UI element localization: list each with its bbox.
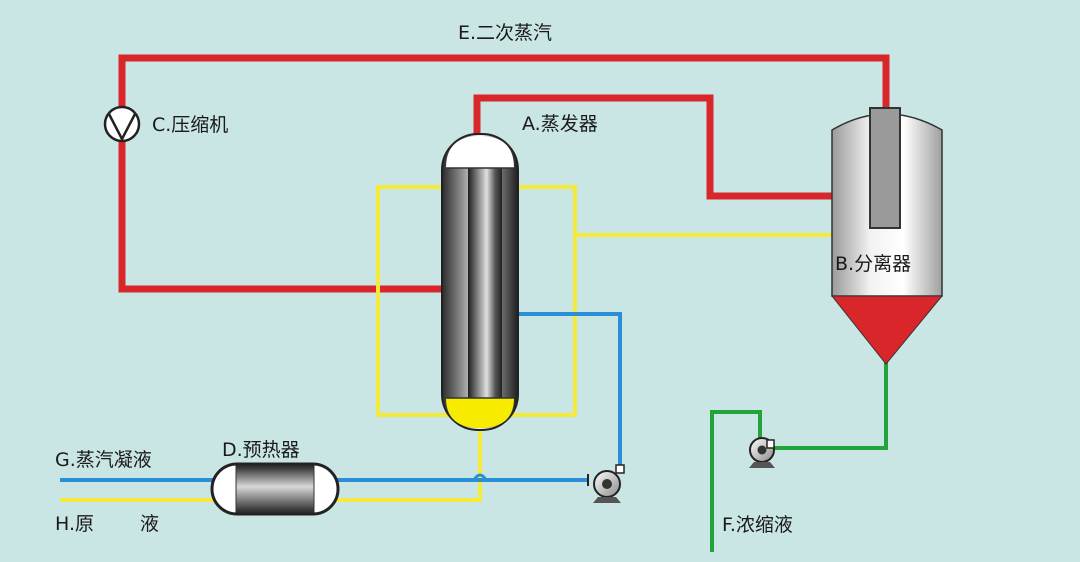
separator-vessel [830, 107, 944, 365]
line-crossover [472, 473, 488, 481]
evaporator-to-separator-line [473, 94, 832, 200]
concentrate-pump-icon [749, 437, 775, 468]
label-concentrate: F.浓缩液 [722, 514, 793, 536]
label-preheater: D.预热器 [222, 439, 300, 461]
feed-pump-icon [587, 464, 625, 503]
compressor-icon [103, 105, 141, 143]
label-evaporator: A.蒸发器 [522, 113, 598, 135]
evaporator-vessel [441, 133, 519, 431]
label-raw-liquid-char: 液 [140, 513, 159, 535]
condensate-return-line [516, 312, 622, 467]
label-condensate: G.蒸汽凝液 [55, 449, 152, 471]
compressor-to-evaporator-line [118, 140, 446, 293]
raw-liquid-line [60, 430, 482, 502]
secondary-steam-line [118, 54, 890, 112]
label-secondary-steam: E.二次蒸汽 [458, 22, 552, 44]
concentrate-outlet-line [710, 410, 762, 552]
label-raw-liquid: H.原 [55, 513, 94, 535]
label-compressor: C.压缩机 [152, 114, 228, 136]
preheater-vessel [210, 462, 340, 516]
label-separator: B.分离器 [835, 253, 911, 275]
concentrate-line [770, 362, 888, 450]
